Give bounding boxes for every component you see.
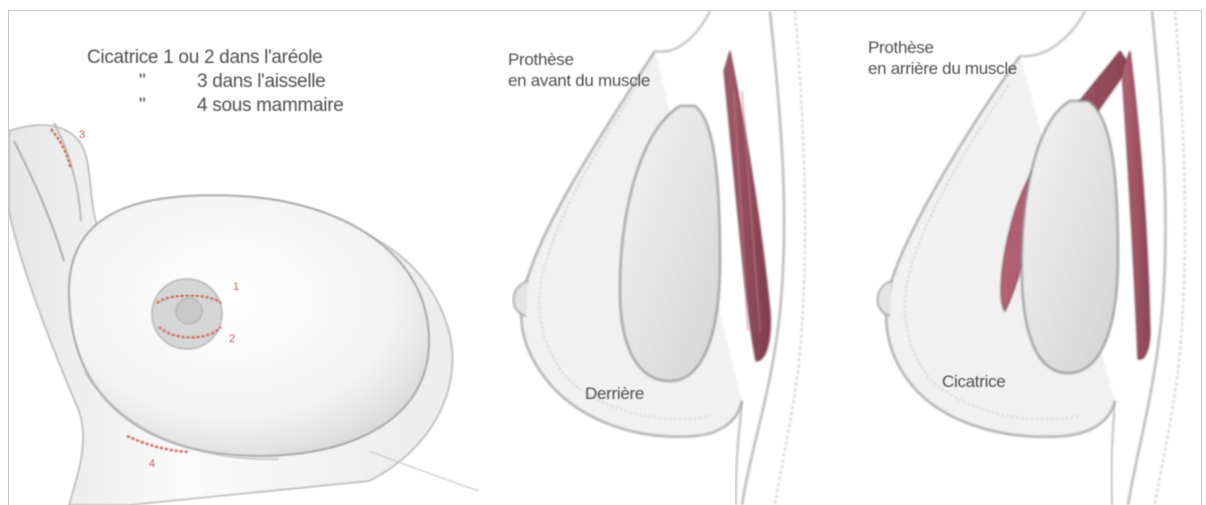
- lower-line: [1111, 401, 1115, 505]
- panel2-title-line-2: en avant du muscle: [508, 70, 650, 91]
- chest-wall-back: [775, 11, 805, 505]
- legend-line-2: 3 dans l'aisselle: [197, 71, 325, 92]
- nipple: [176, 298, 202, 324]
- nipple-profile: [877, 281, 892, 316]
- incision-number-1: 1: [233, 281, 239, 293]
- panel2-title-line-1: Prothèse: [508, 49, 574, 70]
- chest-muscle-strip: [1122, 51, 1150, 359]
- panel3-title-line-1: Prothèse: [868, 37, 934, 58]
- legend-line-3: 4 sous mammaire: [197, 95, 344, 116]
- panel-subpectoral: Prothèse en arrière du muscle Cicatrice: [830, 11, 1200, 505]
- lower-line: [736, 401, 742, 505]
- panel-incision-sites: Cicatrice 1 ou 2 dans l'aréole " 3 dans …: [9, 11, 479, 505]
- sagittal-view-subpectoral: [830, 11, 1200, 505]
- legend-line-1: Cicatrice 1 ou 2 dans l'aréole: [87, 47, 322, 68]
- incision-number-4: 4: [149, 458, 155, 470]
- panel3-zone-label: Cicatrice: [942, 371, 1005, 392]
- panel3-title-line-2: en arrière du muscle: [868, 58, 1017, 79]
- panel-prepectoral: Prothèse en avant du muscle Derrière: [480, 11, 825, 505]
- breast-shape: [69, 195, 429, 456]
- nipple-profile: [513, 281, 528, 316]
- skin-back: [1020, 11, 1085, 56]
- panel2-zone-label: Derrière: [585, 383, 644, 404]
- frame-border-right: [1201, 10, 1202, 505]
- incision-number-2: 2: [229, 333, 235, 345]
- skin-back: [655, 11, 710, 52]
- legend-bullet-2: ": [139, 71, 145, 92]
- legend-bullet-3: ": [139, 95, 145, 116]
- incision-number-3: 3: [79, 129, 85, 141]
